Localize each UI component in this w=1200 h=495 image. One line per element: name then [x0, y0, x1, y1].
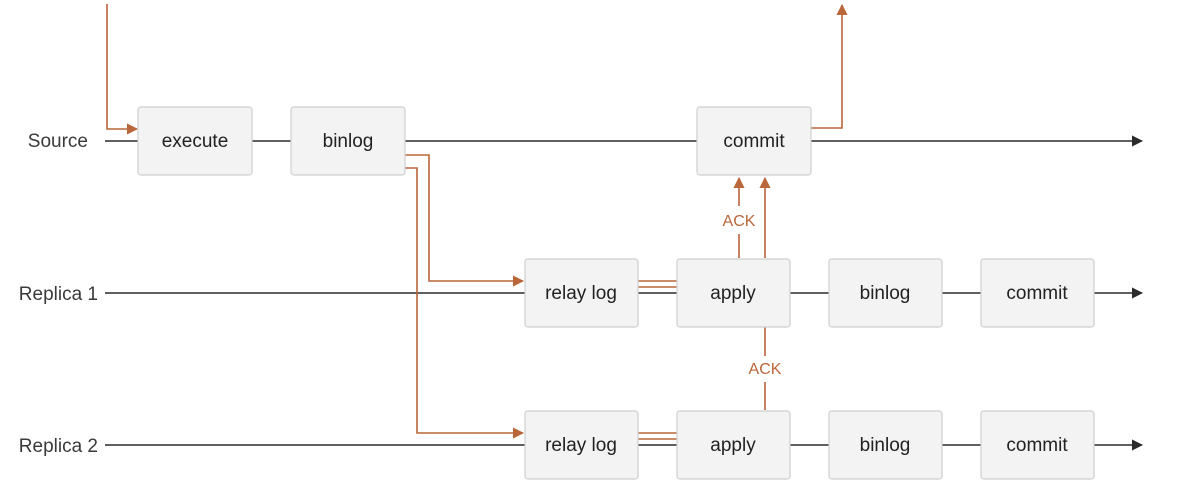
replica2-relay-log-box: relay log	[524, 410, 639, 480]
replica1-relay-log-box: relay log	[524, 258, 639, 328]
request-in-arrow	[106, 4, 139, 135]
source-lane-label: Source	[28, 131, 88, 152]
replica1-apply-box: apply	[676, 258, 791, 328]
box-label: binlog	[860, 283, 911, 304]
replica1-commit-box: commit	[980, 258, 1095, 328]
source-execute-box: execute	[137, 106, 253, 176]
box-label: commit	[723, 131, 785, 152]
box-label: execute	[162, 131, 229, 152]
replica2-lane-label: Replica 2	[19, 436, 98, 457]
replica2-binlog-box: binlog	[828, 410, 943, 480]
replica1-lane-label: Replica 1	[19, 284, 98, 305]
box-label: apply	[710, 435, 756, 456]
binlog-to-replica1-arrow	[405, 154, 525, 287]
source-binlog-box: binlog	[290, 106, 406, 176]
source-commit-box: commit	[696, 106, 812, 176]
box-label: binlog	[323, 131, 374, 152]
box-label: commit	[1006, 283, 1068, 304]
box-label: commit	[1006, 435, 1068, 456]
ack1-label: ACK	[723, 213, 756, 230]
box-label: apply	[710, 283, 756, 304]
binlog-to-replica2-arrow	[405, 167, 525, 439]
response-out-arrow	[811, 3, 848, 129]
replica2-apply-box: apply	[676, 410, 791, 480]
box-label: relay log	[545, 435, 617, 456]
replica1-binlog-box: binlog	[828, 258, 943, 328]
box-label: relay log	[545, 283, 617, 304]
ack2-label: ACK	[749, 361, 782, 378]
replica2-commit-box: commit	[980, 410, 1095, 480]
box-label: binlog	[860, 435, 911, 456]
